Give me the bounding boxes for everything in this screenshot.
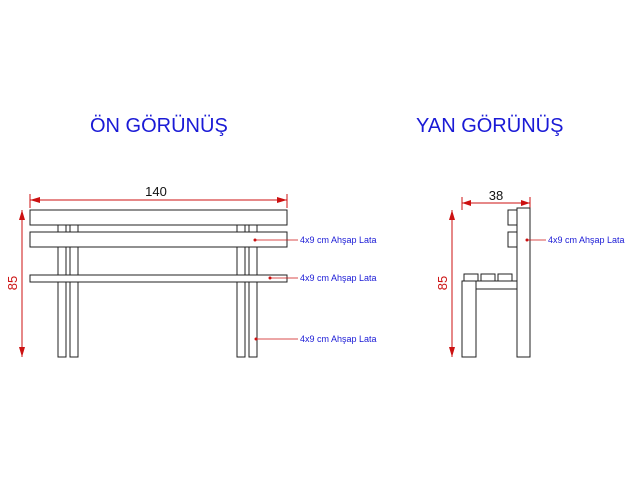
side-seat-slat-2 [480, 273, 496, 282]
side-seat-slat-3 [497, 273, 513, 282]
front-label-seat: 4x9 cm Ahşap Lata [300, 273, 377, 283]
front-leg-left-2 [69, 281, 79, 358]
front-view-title: ÖN GÖRÜNÜŞ [90, 115, 228, 137]
front-backrest-bottom-board [29, 231, 288, 248]
side-rear-post [516, 207, 531, 358]
side-height-value: 85 [435, 276, 450, 290]
front-view: ÖN GÖRÜNÜŞ 140 85 [5, 115, 377, 358]
side-view: YAN GÖRÜNÜŞ 38 85 [416, 115, 625, 358]
side-front-leg [461, 280, 477, 358]
side-backrest-bottom-slat [507, 231, 518, 248]
side-width-value: 38 [489, 188, 503, 203]
front-label-backrest: 4x9 cm Ahşap Lata [300, 235, 377, 245]
front-label-leg: 4x9 cm Ahşap Lata [300, 334, 377, 344]
side-seat-slat-1 [463, 273, 479, 282]
side-height-dimension: 85 [435, 210, 455, 357]
side-label: 4x9 cm Ahşap Lata [548, 235, 625, 245]
front-leg-left [57, 281, 67, 358]
front-width-value: 140 [145, 184, 167, 199]
front-backrest-top-board [29, 209, 288, 226]
front-seat-board [29, 274, 288, 283]
front-height-value: 85 [5, 276, 20, 290]
side-view-title: YAN GÖRÜNÜŞ [416, 115, 563, 137]
side-backrest-top-slat [507, 209, 518, 226]
front-height-dimension: 85 [5, 210, 25, 357]
front-leg-right [236, 281, 246, 358]
front-leg-right-2 [248, 281, 258, 358]
side-width-dimension: 38 [461, 188, 531, 210]
front-width-dimension: 140 [29, 184, 288, 208]
